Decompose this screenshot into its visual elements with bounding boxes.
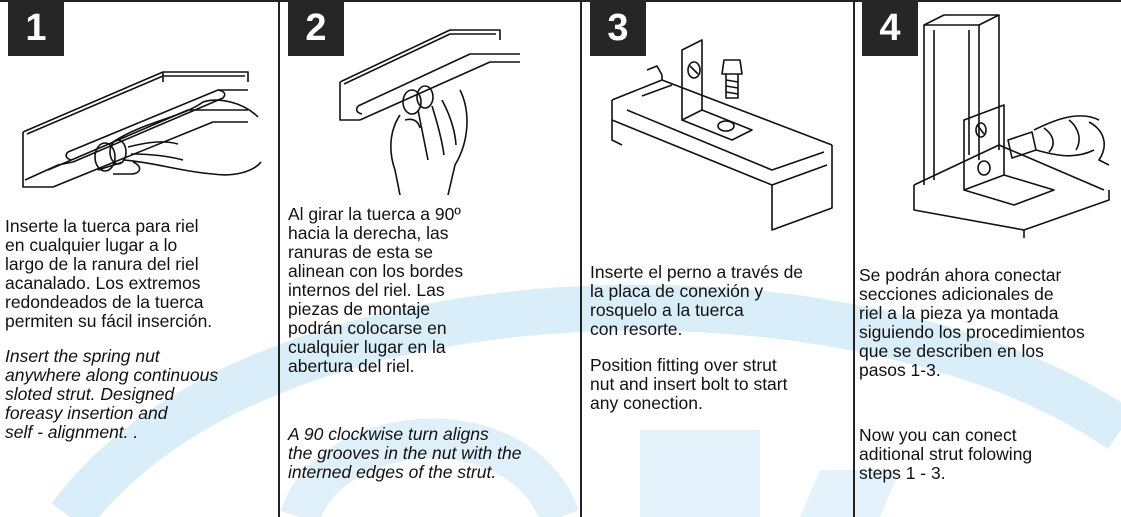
- step-number-badge: 1: [8, 0, 64, 56]
- step-text-english: Now you can conect aditional strut folow…: [859, 425, 1033, 483]
- step-text-english: A 90 clockwise turn aligns the grooves i…: [288, 424, 522, 482]
- top-border: [0, 0, 1121, 2]
- panel-divider: [853, 0, 855, 517]
- step-panel-3: 3: [587, 0, 849, 517]
- additional-strut-illustration: [913, 14, 1110, 238]
- step-text-spanish: Inserte la tuerca para riel en cualquier…: [5, 216, 213, 331]
- nut-rotation-illustration: [339, 29, 520, 195]
- step-text-english: Position fitting over strut nut and inse…: [590, 355, 788, 413]
- step-number-badge: 4: [862, 0, 918, 56]
- strut-nut-insertion-illustration: [22, 71, 262, 188]
- step-panel-1: 1: [5, 0, 275, 517]
- panel-divider: [278, 0, 280, 517]
- step-text-english: Insert the spring nut anywhere along con…: [5, 346, 219, 442]
- panel-divider: [580, 0, 582, 517]
- step-panel-2: 2 Al girar la tuerc: [285, 0, 575, 517]
- step-text-spanish: Inserte el perno a través de la placa de…: [590, 262, 804, 339]
- step-text-spanish: Al girar la tuerca a 90º hacia la derech…: [288, 204, 464, 376]
- step-number-badge: 2: [288, 0, 344, 56]
- fitting-bolt-illustration: [611, 39, 833, 231]
- step-panel-4: 4: [859, 0, 1121, 517]
- step-text-spanish: Se podrán ahora conectar secciones adici…: [859, 265, 1085, 380]
- step-number-badge: 3: [590, 0, 646, 56]
